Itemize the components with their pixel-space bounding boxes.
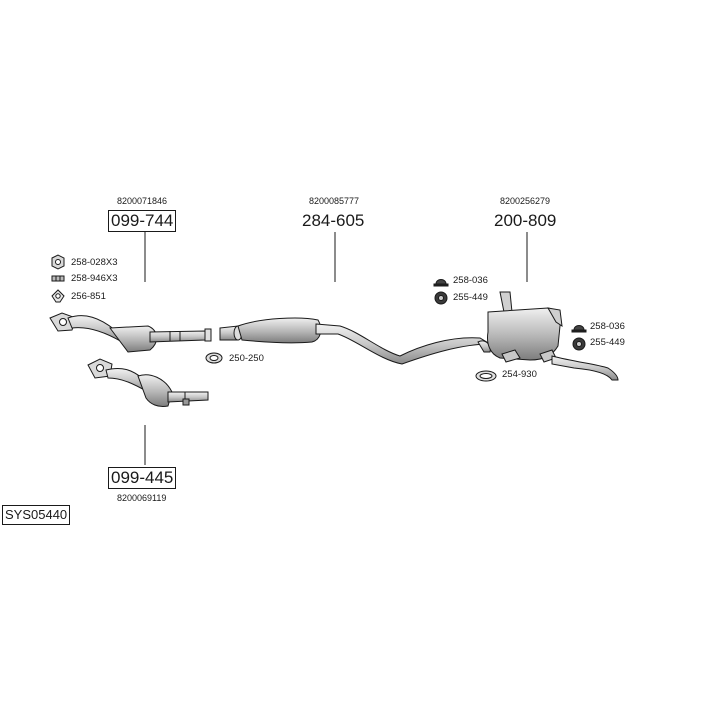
- hardware-label-258-946x3[interactable]: 258-946X3: [71, 273, 118, 284]
- hardware-label-258-036-b[interactable]: 258-036: [590, 321, 625, 332]
- rear-silencer: [477, 291, 619, 381]
- hardware-label-250-250[interactable]: 250-250: [229, 353, 264, 364]
- bolt-icon: [51, 275, 65, 282]
- oem-number-284-605: 8200085777: [309, 196, 360, 206]
- hex-nut-icon: [51, 254, 65, 270]
- hardware-label-255-449-b[interactable]: 255-449: [590, 337, 625, 348]
- part-number-284-605[interactable]: 284-605: [302, 211, 365, 230]
- hanger-ring-icon-a: [434, 291, 448, 305]
- hardware-label-258-028x3[interactable]: 258-028X3: [71, 257, 118, 268]
- hanger-ring-icon-b: [572, 337, 586, 351]
- rubber-mount-icon-b: [571, 325, 587, 333]
- part-number-099-445[interactable]: 099-445: [108, 467, 177, 489]
- hardware-label-256-851[interactable]: 256-851: [71, 291, 106, 302]
- oem-number-099-445: 8200069119: [117, 493, 167, 503]
- gasket-icon: [51, 289, 65, 303]
- front-catalyst-bottom: [87, 358, 209, 407]
- middle-silencer: [219, 317, 492, 365]
- oem-number-200-809: 8200256279: [500, 196, 551, 206]
- oem-number-099-744: 8200071846: [117, 196, 168, 206]
- hardware-label-254-930[interactable]: 254-930: [502, 369, 537, 380]
- clamp-250-250-icon: [205, 352, 223, 364]
- hardware-label-258-036-a[interactable]: 258-036: [453, 275, 488, 286]
- front-catalyst-top: [49, 312, 212, 353]
- hardware-icons: [51, 254, 587, 382]
- leader-lines: [144, 232, 528, 465]
- hardware-label-255-449-a[interactable]: 255-449: [453, 292, 488, 303]
- part-number-099-744[interactable]: 099-744: [108, 210, 177, 232]
- rubber-mount-icon-a: [433, 279, 449, 287]
- clamp-254-930-icon: [475, 370, 497, 382]
- part-number-200-809[interactable]: 200-809: [494, 211, 557, 230]
- system-code: SYS05440: [2, 505, 71, 525]
